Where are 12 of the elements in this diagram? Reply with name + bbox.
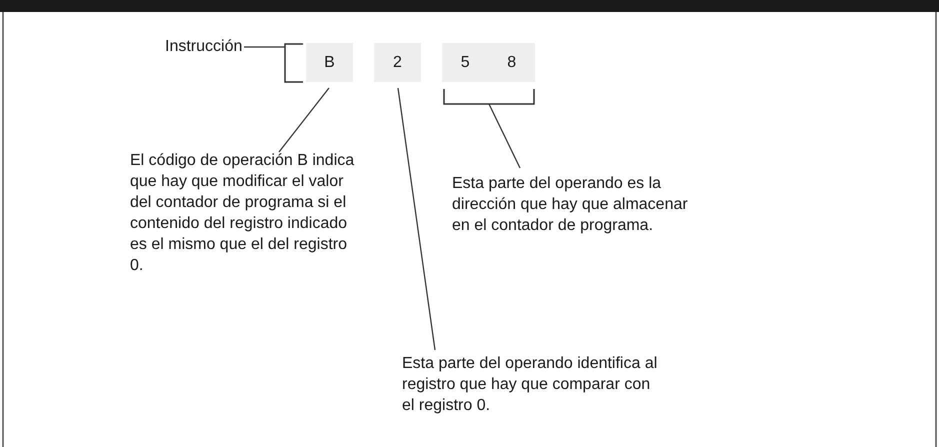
- annotation-text: El código de operación B indica que hay que modificar el valor del contador de programa si el contenido del registro indicado es el mismo que el del registro 0.: [130, 150, 362, 276]
- leader-line: [397, 88, 436, 350]
- annotation-text: Esta parte del operando es la dirección que hay que almacenar en el contador de programa.: [452, 173, 702, 236]
- hex-digit: 2: [393, 53, 402, 73]
- leader-line: [488, 104, 521, 168]
- leader-line: [278, 88, 330, 152]
- annotation-text: Esta parte del operando identifica al registro que hay que comparar con el registro 0.: [402, 353, 662, 416]
- instruction-label: Instrucción: [165, 36, 245, 57]
- hex-digit: B: [324, 53, 335, 73]
- hex-digit: 8: [507, 53, 516, 73]
- hex-digit: 5: [460, 53, 470, 73]
- leader-line: [244, 46, 285, 48]
